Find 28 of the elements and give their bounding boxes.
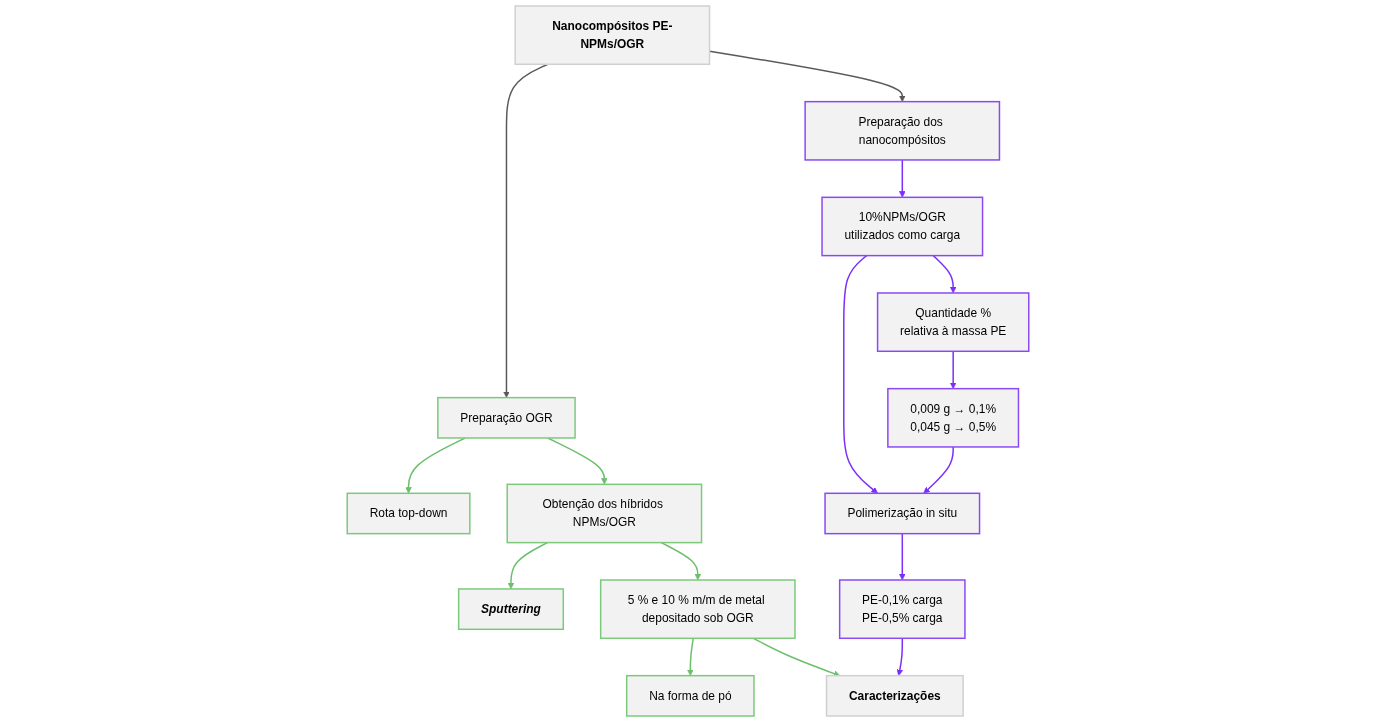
- arrow: [507, 541, 549, 590]
- node-box: Polimerização in situ: [824, 492, 981, 535]
- arrow: [405, 437, 466, 494]
- arrow: [949, 350, 957, 389]
- arrow: [687, 637, 694, 676]
- node-box: 5 % e 10 % m/m de metal depositado sob OGR: [599, 579, 796, 640]
- arrow: [896, 637, 904, 676]
- arrow: [752, 637, 841, 677]
- arrow: [843, 254, 878, 494]
- arrow: [503, 63, 549, 398]
- arrow: [547, 437, 608, 485]
- node-box: Preparação OGR: [437, 396, 576, 439]
- arrow: [899, 159, 906, 198]
- node-box: 10%NPMs/OGR utilizados como carga: [821, 196, 984, 257]
- node-box: Sputtering: [457, 588, 565, 631]
- arrow: [899, 532, 906, 581]
- node-box: 0,009 g → 0,1% 0,045 g → 0,5%: [887, 387, 1020, 448]
- node-box: Caracterizações: [825, 674, 964, 717]
- arrow: [660, 541, 702, 581]
- node-box: Rota top-down: [346, 492, 471, 535]
- node-box: Obtenção dos híbridos NPMs/OGR: [506, 483, 703, 544]
- arrow: [923, 446, 954, 494]
- arrow: [932, 254, 957, 294]
- node-box: Preparação dos nanocompósitos: [804, 100, 1001, 161]
- node-box: Nanocompósitos PE-NPMs/OGR: [514, 5, 711, 66]
- node-box: PE-0,1% carga PE-0,5% carga: [838, 579, 966, 640]
- node-box: Quantidade % relativa à massa PE: [876, 292, 1030, 353]
- node-box: Na forma de pó: [625, 674, 755, 717]
